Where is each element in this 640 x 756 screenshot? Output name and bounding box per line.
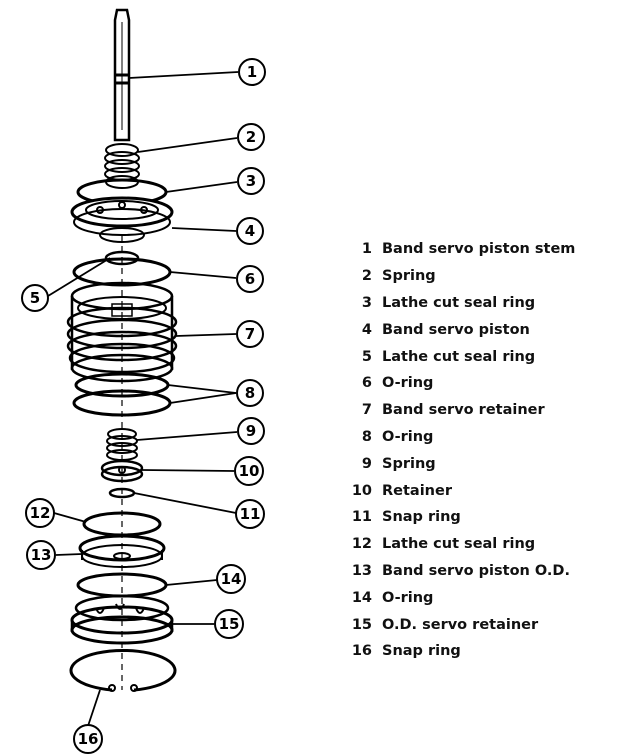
callout-6: 6: [236, 265, 264, 293]
svg-text:11: 11: [240, 505, 261, 523]
svg-text:4: 4: [245, 222, 255, 240]
callout-3: 3: [237, 167, 265, 195]
callout-2: 2: [237, 123, 265, 151]
svg-text:10: 10: [239, 462, 260, 480]
retainer-drawing: [100, 459, 144, 483]
svg-text:2: 2: [246, 128, 256, 146]
callout-7: 7: [236, 320, 264, 348]
callout-5: 5: [21, 284, 49, 312]
snap-ring-large-drawing: [69, 648, 177, 692]
svg-text:14: 14: [221, 570, 242, 588]
leader-lines: [47, 71, 239, 727]
band-servo-piston-drawing: [70, 196, 174, 243]
od-servo-retainer-drawing: [70, 594, 174, 645]
callout-15: 15: [214, 609, 244, 639]
callout-4: 4: [236, 217, 264, 245]
seal-ring-small-drawing: [104, 250, 140, 266]
callout-12: 12: [25, 498, 55, 528]
callout-11: 11: [235, 499, 265, 529]
callout-13: 13: [26, 540, 56, 570]
svg-text:13: 13: [31, 546, 52, 564]
callout-1: 1: [238, 58, 266, 86]
svg-text:1: 1: [247, 63, 257, 81]
piston-od-drawing: [78, 534, 166, 568]
svg-text:15: 15: [219, 615, 240, 633]
svg-text:6: 6: [245, 270, 255, 288]
piston-stem-drawing: [113, 8, 131, 142]
callout-16: 16: [73, 724, 103, 754]
callout-14: 14: [216, 564, 246, 594]
callouts: 1 2 3 4 5 6 7 8 9 10 11 12 13 14 15 16: [21, 58, 266, 754]
callout-8: 8: [236, 379, 264, 407]
svg-text:5: 5: [30, 289, 40, 307]
svg-text:8: 8: [245, 384, 255, 402]
band-servo-retainer-drawing: [66, 281, 178, 383]
callout-10: 10: [234, 456, 264, 486]
svg-text:3: 3: [246, 172, 256, 190]
svg-text:16: 16: [78, 730, 99, 748]
callout-9: 9: [237, 417, 265, 445]
svg-text:7: 7: [245, 325, 255, 343]
svg-text:9: 9: [246, 422, 256, 440]
svg-text:12: 12: [30, 504, 51, 522]
